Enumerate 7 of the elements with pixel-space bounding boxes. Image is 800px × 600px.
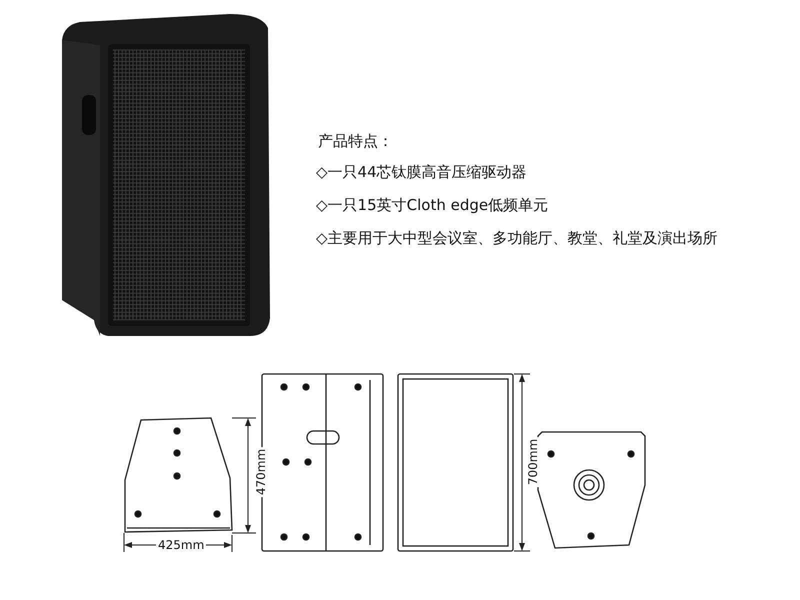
feature-item: ◇主要用于大中型会议室、多功能厅、教堂、礼堂及演出场所 xyxy=(316,228,718,248)
feature-item: ◇一只44芯钛膜高音压缩驱动器 xyxy=(316,162,527,182)
feature-heading: 产品特点： xyxy=(318,131,393,151)
dimension-label: 470mm xyxy=(254,446,268,498)
feature-item: ◇一只15英寸Cloth edge低频单元 xyxy=(316,195,548,215)
dimension-label: 425mm xyxy=(156,538,206,552)
dimension-label: 700mm xyxy=(526,436,540,488)
